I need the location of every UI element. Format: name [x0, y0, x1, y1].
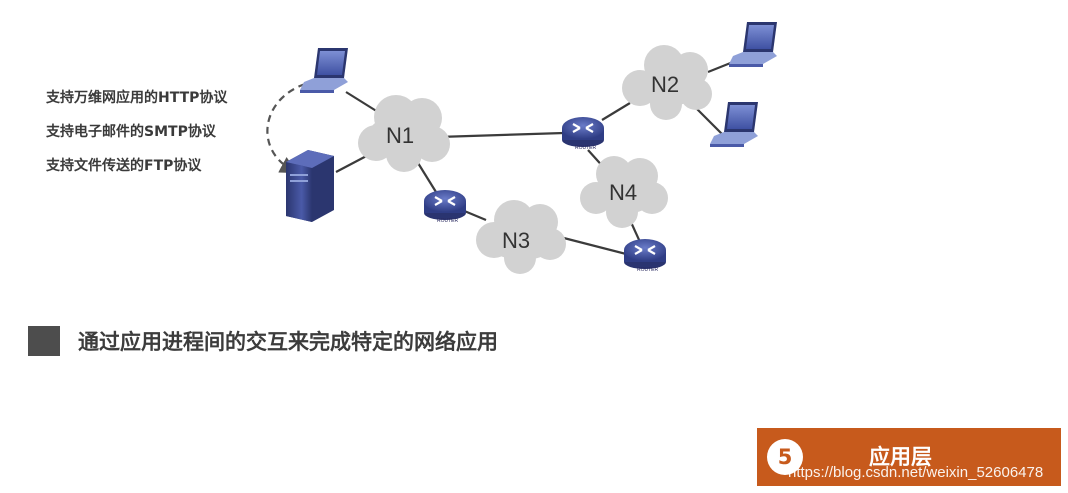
protocol-http: 支持万维网应用的HTTP协议 [46, 90, 228, 106]
router-3: ROUTER [624, 239, 666, 273]
summary-text: 通过应用进程间的交互来完成特定的网络应用 [78, 330, 498, 354]
router-2: ROUTER [424, 190, 466, 224]
router-label: ROUTER [437, 218, 459, 224]
network-diagram: N1 N2 N3 N4 ROUTER ROU [266, 22, 777, 274]
protocol-list: 支持万维网应用的HTTP协议 支持电子邮件的SMTP协议 支持文件传送的FTP协… [46, 88, 227, 190]
network-label-n3: N3 [502, 228, 530, 253]
network-label-n1: N1 [386, 123, 414, 148]
dashed-curved-arrow [266, 82, 306, 174]
protocol-ftp: 支持文件传送的FTP协议 [46, 158, 202, 174]
network-label-n2: N2 [651, 72, 679, 97]
layer-number: 5 [767, 439, 803, 475]
cloud-n3 [476, 200, 566, 274]
bullet-square-icon [28, 326, 60, 356]
protocol-smtp: 支持电子邮件的SMTP协议 [46, 124, 216, 140]
layer-title: 应用层 [869, 445, 932, 469]
link-n2-laptop3 [695, 107, 725, 137]
server-icon [286, 150, 334, 222]
layer-badge: 5 应用层 [757, 428, 1061, 486]
laptop-icon [300, 48, 348, 93]
link-router1-n2 [601, 102, 631, 121]
watermark: https://blog.csdn.net/weixin_52606478 [788, 464, 1044, 481]
network-label-n4: N4 [609, 180, 637, 205]
router-label: ROUTER [575, 145, 597, 151]
cloud-n2 [622, 45, 712, 120]
link-laptop-n1 [345, 91, 379, 113]
link-n1-router1 [437, 131, 565, 139]
link-n1-router2 [417, 162, 437, 193]
summary-bullet: 通过应用进程间的交互来完成特定的网络应用 [28, 326, 498, 356]
laptop-icon [710, 102, 758, 147]
router-arrows-icon [634, 245, 656, 255]
router-arrows-icon [572, 123, 594, 133]
laptop-icon [729, 22, 777, 67]
link-n3-router3 [555, 234, 627, 256]
router-arrows-icon [434, 196, 456, 206]
router-1: ROUTER [562, 117, 604, 151]
cloud-n1 [358, 95, 450, 172]
cloud-n4 [580, 156, 668, 228]
router-label: ROUTER [637, 267, 659, 273]
